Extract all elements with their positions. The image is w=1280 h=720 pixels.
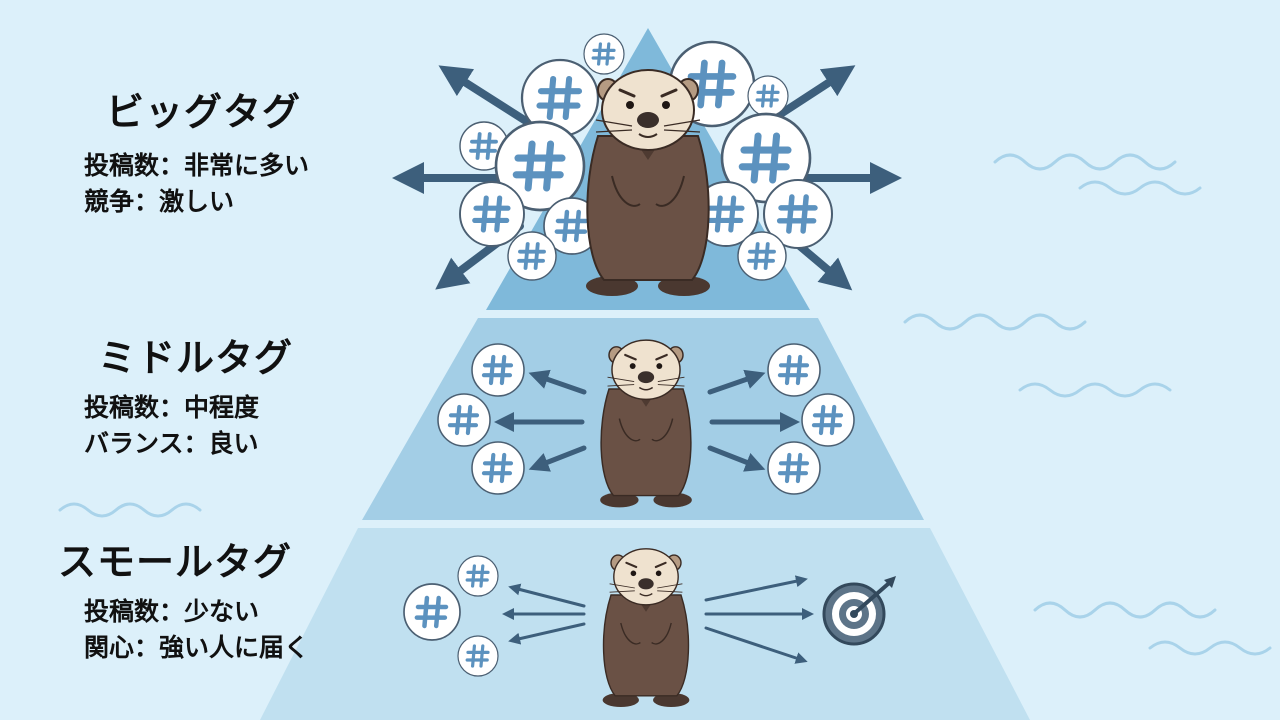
- hashtag-icon: [802, 394, 854, 446]
- small-tag-label: スモールタグ 投稿数：少ない 関心：強い人に届く: [58, 540, 310, 666]
- big-tag-title: ビッグタグ: [106, 90, 302, 134]
- hashtag-icon: [404, 584, 460, 640]
- hashtag-icon: [456, 634, 500, 678]
- hashtag-icon: [506, 230, 558, 282]
- small-tag-title: スモールタグ: [58, 540, 293, 584]
- big-tag-post-count: 投稿数：非常に多い: [84, 150, 310, 180]
- big-tag-label: ビッグタグ 投稿数：非常に多い 競争：激しい: [84, 90, 310, 220]
- small-tag-arrows: [502, 575, 814, 664]
- wave-decorations: [58, 153, 1272, 656]
- middle-tag-post-count: 投稿数：中程度: [84, 392, 260, 422]
- sea-otter-big-icon: [584, 68, 712, 298]
- hashtag-icon: [472, 442, 524, 494]
- target-icon: [822, 576, 896, 646]
- hashtag-icon: [438, 394, 490, 446]
- hashtag-icon: [768, 442, 820, 494]
- hashtag-icon: [472, 344, 524, 396]
- hashtag-icon: [746, 74, 790, 118]
- hashtag-icon: [768, 344, 820, 396]
- middle-tag-arrows: [494, 369, 800, 472]
- middle-tag-label: ミドルタグ 投稿数：中程度 バランス：良い: [84, 336, 294, 462]
- sea-otter-middle-icon: [599, 339, 693, 509]
- middle-tag-balance: バランス：良い: [84, 429, 259, 459]
- hashtag-icon: [736, 230, 788, 282]
- hashtag-icon: [582, 32, 626, 76]
- big-tag-competition: 競争：激しい: [84, 187, 235, 217]
- hashtag-icon: [460, 182, 524, 246]
- middle-tag-title: ミドルタグ: [98, 336, 294, 380]
- hashtag-icon: [456, 554, 500, 598]
- sea-otter-small-icon: [601, 547, 691, 709]
- small-tag-interest: 関心：強い人に届く: [84, 633, 310, 663]
- small-tag-post-count: 投稿数：少ない: [84, 596, 260, 626]
